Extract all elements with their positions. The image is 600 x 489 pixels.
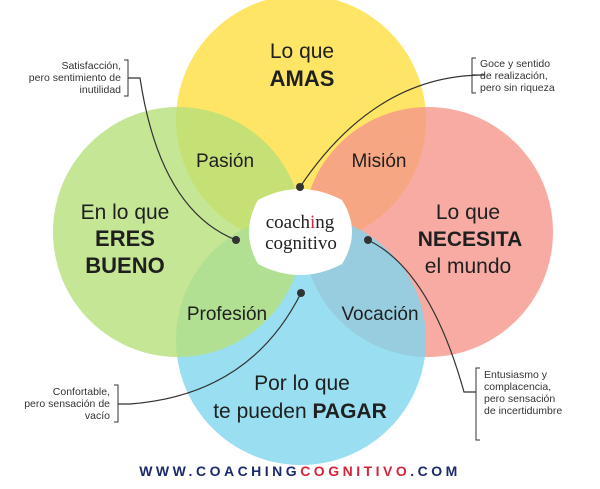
logo-word2: cognitivo xyxy=(265,233,337,254)
overlap-vocacion: Vocación xyxy=(341,304,418,325)
note-bottom-right-1: Entusiasmo y xyxy=(484,369,548,381)
connector-top-right xyxy=(299,74,485,188)
circle-bueno xyxy=(53,107,303,357)
necesita-line3: el mundo xyxy=(425,255,511,278)
url-part2: COACHING xyxy=(196,463,300,479)
bueno-line3: BUENO xyxy=(85,253,164,278)
connector-bottom-left xyxy=(118,292,302,405)
amas-line2: AMAS xyxy=(270,66,335,91)
url-part3: COGNITIVO xyxy=(300,463,410,479)
amas-line1: Lo que xyxy=(270,40,334,63)
url-part4: .COM xyxy=(410,463,461,479)
note-top-right-1: Goce y sentido xyxy=(480,58,550,70)
bueno-line1: En lo que xyxy=(81,201,170,224)
note-bracket-top-right xyxy=(471,57,476,94)
connector-bottom-right xyxy=(367,239,476,393)
note-top-right-2: de realización, xyxy=(480,70,548,82)
pagar-line2-pre: te pueden xyxy=(213,400,312,423)
note-bracket-bottom-left xyxy=(114,384,119,423)
note-bottom-left-2: pero sensación de xyxy=(24,398,110,410)
center-logo-area xyxy=(249,189,352,275)
overlap-mision: Misión xyxy=(352,151,407,172)
logo-word1: coaching xyxy=(266,212,335,233)
pagar-line2: te pueden PAGAR xyxy=(213,400,387,423)
note-top-left-3: inutilidad xyxy=(80,84,122,96)
necesita-line2: NECESITA xyxy=(418,228,523,251)
note-bracket-bottom-right xyxy=(475,367,480,441)
note-bottom-right-2: complacencia, xyxy=(484,381,551,393)
footer-url[interactable]: WWW.COACHINGCOGNITIVO.COM xyxy=(139,463,461,479)
overlap-pasion: Pasión xyxy=(196,151,254,172)
note-top-right-3: pero sin riqueza xyxy=(480,82,555,94)
note-bottom-left-1: Confortable, xyxy=(53,386,110,398)
necesita-line1: Lo que xyxy=(436,201,500,224)
note-top-left-1: Satisfacción, xyxy=(61,60,121,72)
note-top-left-2: pero sentimiento de xyxy=(29,72,121,84)
connector-top-left xyxy=(128,77,237,241)
bueno-line2: ERES xyxy=(95,226,155,251)
note-bracket-top-left xyxy=(124,59,129,97)
pagar-line1: Por lo que xyxy=(254,372,350,395)
note-bottom-right-3: pero sensación xyxy=(484,393,555,405)
url-part1: WWW. xyxy=(139,463,196,479)
logo-accent-i: i xyxy=(310,212,315,233)
overlap-profesion: Profesión xyxy=(187,304,267,325)
note-bottom-left-3: vacío xyxy=(85,410,110,422)
note-bottom-right-4: de incertidumbre xyxy=(484,405,562,417)
pagar-line2-bold: PAGAR xyxy=(312,400,386,423)
